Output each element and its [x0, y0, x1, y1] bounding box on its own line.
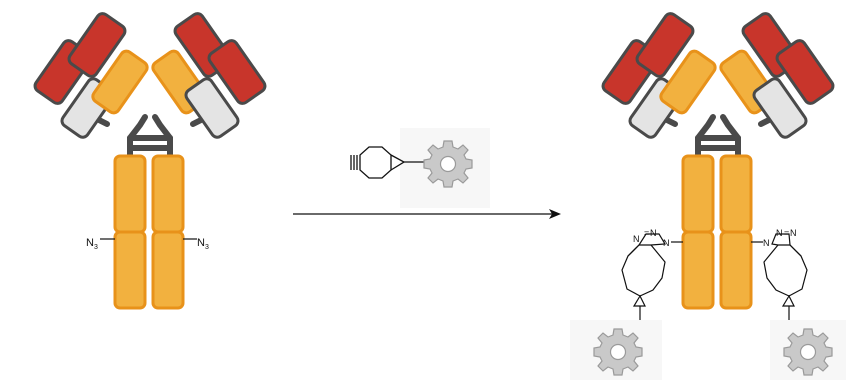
reaction-arrow: [293, 209, 561, 219]
gear-icon: [783, 328, 833, 376]
antibody-shape: [33, 11, 268, 308]
azide-label-right: N3: [197, 237, 209, 251]
azide-antibody: [33, 11, 268, 308]
triazole-right-n2: N: [790, 228, 797, 238]
triazole-left-n2: N: [650, 228, 657, 238]
triazole-left-sep: =: [644, 228, 649, 238]
triazole-conjugate-right: [763, 233, 808, 322]
triazole-right-n1: N: [776, 228, 783, 238]
antibody-shape: [601, 11, 836, 308]
triazole-left-n1: N: [633, 234, 640, 244]
cyclooctyne-ring: [350, 146, 424, 179]
triazole-ring-left: [637, 233, 667, 246]
bcn-reagent: [350, 128, 490, 208]
triazole-ring-right: [771, 233, 791, 246]
triazole-left-n3: N: [663, 238, 670, 248]
triazole-right-n3: N: [763, 238, 770, 248]
conjugated-antibody: [601, 11, 836, 308]
gear-icon: [423, 140, 473, 188]
gear-icon: [593, 328, 643, 376]
triazole-conjugate-left: [621, 233, 667, 322]
azide-label-left: N3: [86, 237, 98, 251]
triazole-right-sep: =: [784, 228, 789, 238]
